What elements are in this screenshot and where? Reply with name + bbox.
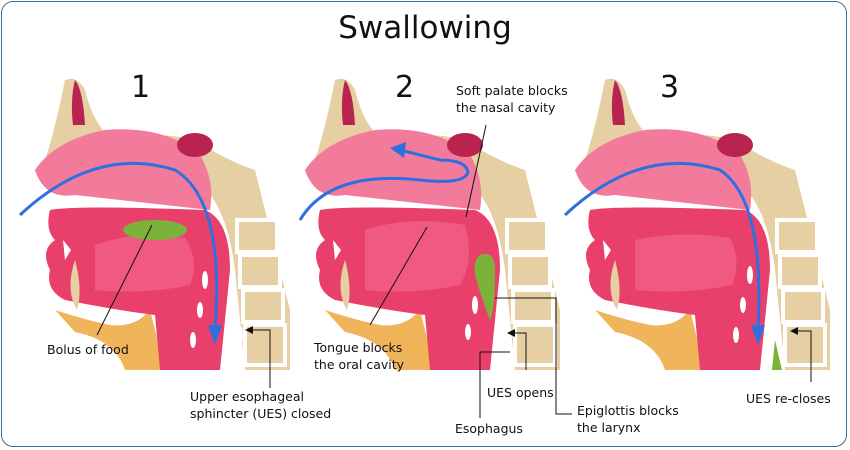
panel-3-illustration bbox=[563, 78, 830, 370]
label-epiglottis-line1: Epiglottis blocks bbox=[577, 403, 679, 418]
label-bolus-of-food: Bolus of food bbox=[47, 342, 129, 357]
label-tongue-blocks-line2: the oral cavity bbox=[314, 357, 405, 372]
label-tongue-blocks: Tongue blocks the oral cavity bbox=[314, 339, 404, 373]
label-soft-palate: Soft palate blocks the nasal cavity bbox=[456, 82, 568, 116]
label-soft-palate-line2: the nasal cavity bbox=[456, 100, 556, 115]
panel-2-number: 2 bbox=[395, 70, 415, 105]
label-ues-closed-line1: Upper esophageal bbox=[190, 389, 304, 404]
label-soft-palate-line1: Soft palate blocks bbox=[456, 83, 568, 98]
panel-1-number: 1 bbox=[131, 70, 151, 105]
panel-3-number: 3 bbox=[660, 70, 680, 105]
diagram-title: Swallowing bbox=[338, 10, 512, 46]
panel-2-illustration bbox=[298, 78, 560, 370]
label-ues-closed: Upper esophageal sphincter (UES) closed bbox=[190, 388, 331, 422]
label-ues-recloses: UES re-closes bbox=[746, 391, 831, 406]
label-ues-closed-line2: sphincter (UES) closed bbox=[190, 406, 332, 421]
label-epiglottis: Epiglottis blocks the larynx bbox=[577, 402, 679, 436]
panel-1-illustration bbox=[18, 78, 290, 370]
label-epiglottis-line2: the larynx bbox=[577, 420, 641, 435]
label-esophagus: Esophagus bbox=[455, 421, 523, 436]
label-ues-opens: UES opens bbox=[487, 385, 554, 400]
label-tongue-blocks-line1: Tongue blocks bbox=[314, 340, 403, 355]
